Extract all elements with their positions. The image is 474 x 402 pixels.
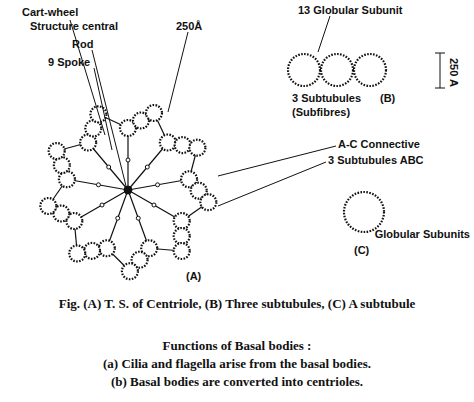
subtubule [200,194,216,210]
part-label: (Subfibres) [292,106,350,118]
spoke [107,190,128,248]
central-rod [124,186,132,194]
subtubule [288,54,320,86]
spoke-knob [145,165,149,169]
leader-lines [70,16,445,206]
centriole-cross-section [40,105,216,279]
spoke [67,179,128,190]
spoke [74,190,128,221]
spoke-knob [96,183,100,187]
subtubule [146,105,162,121]
three-subtubules [288,54,386,86]
part-label: Rod [72,38,93,50]
spoke [128,179,189,190]
spoke [88,143,128,190]
subtubule [84,243,100,259]
spoke [128,190,182,221]
figure-caption: Fig. (A) T. S. of Centriole, (B) Three s… [0,296,474,312]
spoke-knob [107,165,111,169]
label: Structure central [30,20,118,32]
subtubule [174,213,190,229]
subtubule [69,245,85,261]
spoke-knob [116,216,120,220]
subtubule [49,143,65,159]
subtubule [40,198,56,214]
figure-letter: (B) [380,92,395,104]
single-subtubule [344,192,384,232]
part-label: 3 Subtubules [292,92,361,104]
spoke-knob [136,216,140,220]
subtubule [174,228,190,244]
figure-letter: (C) [354,244,369,256]
spoke-knob [100,203,104,207]
subtubule [99,240,115,256]
part-label: 13 Globular Subunit [298,4,403,16]
part-label: 3 Subtubules ABC [328,154,424,166]
figure-letter: (A) [186,270,201,282]
spoke [128,190,149,248]
dimension-label: 250 A [448,58,460,87]
spoke-knob [152,203,156,207]
subtubule [189,140,205,156]
spoke-knob [156,183,160,187]
subtubule [321,54,353,86]
note: (a) Cilia and flagella arise from the ba… [0,356,474,372]
part-label: Globular Subunits [375,228,470,240]
part-label: 9 Spoke [48,56,90,68]
subtubule [344,192,384,232]
subtubule [174,243,190,259]
spoke-knob [126,158,130,162]
subtubule [122,263,138,279]
part-label: A-C Connective [338,138,420,150]
subtubule [175,137,191,153]
heading-note: Functions of Basal bodies : [0,338,474,354]
dimension-label: 250Å [176,20,202,32]
subtubule [354,54,386,86]
subtubule [160,135,176,151]
label: Cart-wheel [22,6,78,18]
note: (b) Basal bodies are converted into cent… [0,374,474,390]
spoke [128,143,168,190]
